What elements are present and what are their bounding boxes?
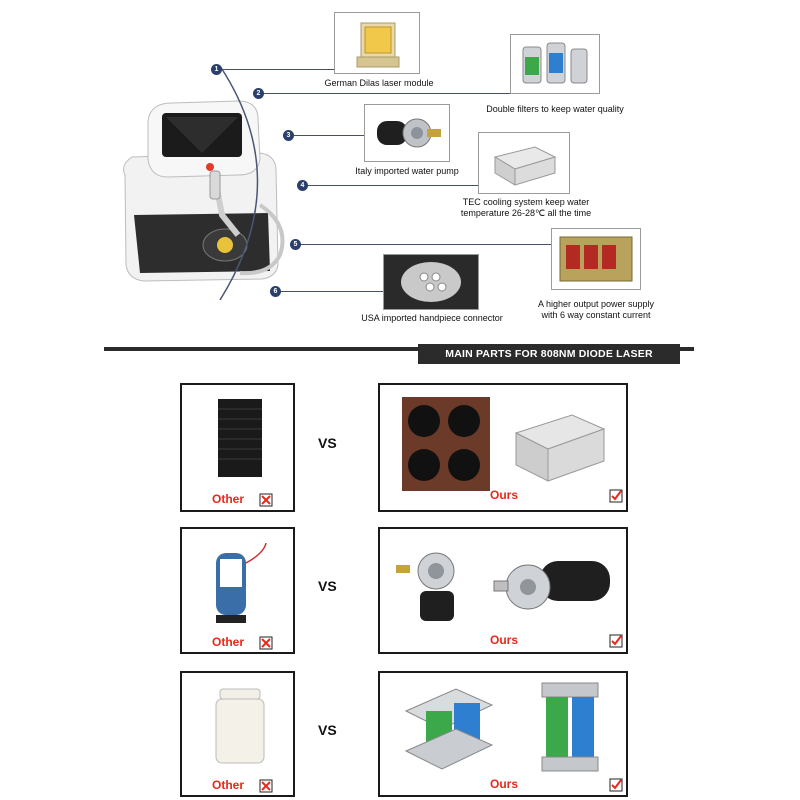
leader-line-3	[294, 135, 364, 136]
other-label-2: Other	[212, 635, 245, 649]
callout-number-1: 1	[211, 64, 222, 75]
feature-caption-2: Double filters to keep water quality	[486, 104, 624, 114]
leader-line-1	[222, 69, 334, 70]
vs-label-2: VS	[318, 578, 337, 594]
leader-line-4	[308, 185, 478, 186]
section-banner: MAIN PARTS FOR 808NM DIODE LASER	[418, 344, 680, 364]
tec-cooling-photo	[478, 132, 570, 194]
feature-caption-4-line-2: temperature 26-28℃ all the time	[460, 208, 592, 218]
other-label-3: Other	[212, 778, 245, 792]
callout-arc	[219, 65, 259, 301]
laser-module-photo	[334, 12, 420, 74]
section-divider	[104, 347, 694, 351]
water-pump-photo	[364, 104, 450, 162]
feature-caption-4-line-1: TEC cooling system keep water	[462, 197, 590, 207]
check-mark-icon	[609, 489, 623, 503]
machine-illustration	[110, 95, 300, 295]
feature-caption-5-line-2: with 6 way constant current	[541, 310, 651, 320]
callout-number-5: 5	[290, 239, 301, 250]
feature-caption-5-line-1: A higher output power supply	[537, 299, 655, 309]
cross-mark-icon	[259, 493, 273, 507]
ours-label-3: Ours	[490, 777, 519, 791]
feature-caption-3: Italy imported water pump	[355, 166, 459, 176]
feature-caption-6: USA imported handpiece connector	[361, 313, 503, 323]
leader-line-6	[281, 291, 383, 292]
handpiece-connector-photo	[383, 254, 479, 310]
other-part-box-1: Other	[180, 383, 295, 512]
callout-number-3: 3	[283, 130, 294, 141]
other-part-box-3: Other	[180, 671, 295, 797]
leader-line-2	[264, 93, 510, 94]
feature-caption-1: German Dilas laser module	[324, 78, 434, 88]
callout-number-4: 4	[297, 180, 308, 191]
leader-line-5	[301, 244, 551, 245]
other-label-1: Other	[212, 492, 245, 506]
cross-mark-icon	[259, 636, 273, 650]
callout-number-6: 6	[270, 286, 281, 297]
other-part-box-2: Other	[180, 527, 295, 654]
ours-part-box-2: Ours	[378, 527, 628, 654]
check-mark-icon	[609, 778, 623, 792]
ours-label-2: Ours	[490, 633, 519, 647]
cross-mark-icon	[259, 779, 273, 793]
callout-number-2: 2	[253, 88, 264, 99]
double-filters-photo	[510, 34, 600, 94]
ours-part-box-3: Ours	[378, 671, 628, 797]
check-mark-icon	[609, 634, 623, 648]
ours-part-box-1: Ours	[378, 383, 628, 512]
power-supply-photo	[551, 228, 641, 290]
vs-label-1: VS	[318, 435, 337, 451]
vs-label-3: VS	[318, 722, 337, 738]
ours-label-1: Ours	[490, 488, 519, 502]
